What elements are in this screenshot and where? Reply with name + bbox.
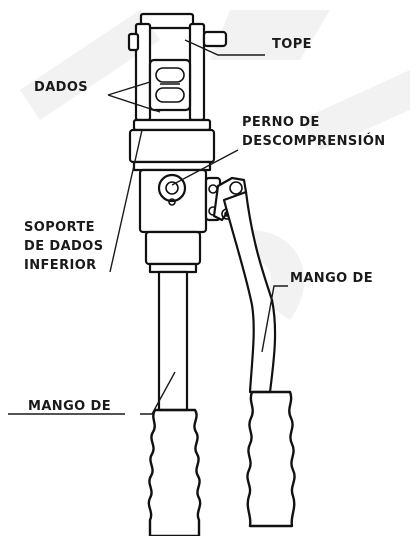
labels: TOPE DADOS PERNO DE DESCOMPRENSIÓN SOPOR…: [24, 37, 386, 414]
label-soporte-line3: INFERIOR: [24, 258, 97, 273]
pump-body: [138, 168, 222, 274]
label-soporte-line2: DE DADOS: [24, 239, 103, 254]
label-mango-left: MANGO DE: [28, 399, 111, 414]
crimper-head: [134, 12, 206, 122]
pump-handle: [212, 176, 296, 528]
label-perno-line2: DESCOMPRENSIÓN: [242, 133, 386, 149]
stop-pin: [127, 30, 228, 52]
fixed-handle: [147, 270, 202, 536]
label-mango-right: MANGO DE: [290, 271, 373, 286]
leader-lines: [8, 39, 288, 415]
watermark: [20, 10, 410, 320]
label-tope: TOPE: [272, 37, 312, 52]
label-soporte-line1: SOPORTE: [24, 220, 95, 235]
label-perno-line1: PERNO DE: [242, 115, 320, 130]
label-dados: DADOS: [34, 80, 88, 95]
die-support-collar: [128, 118, 216, 172]
